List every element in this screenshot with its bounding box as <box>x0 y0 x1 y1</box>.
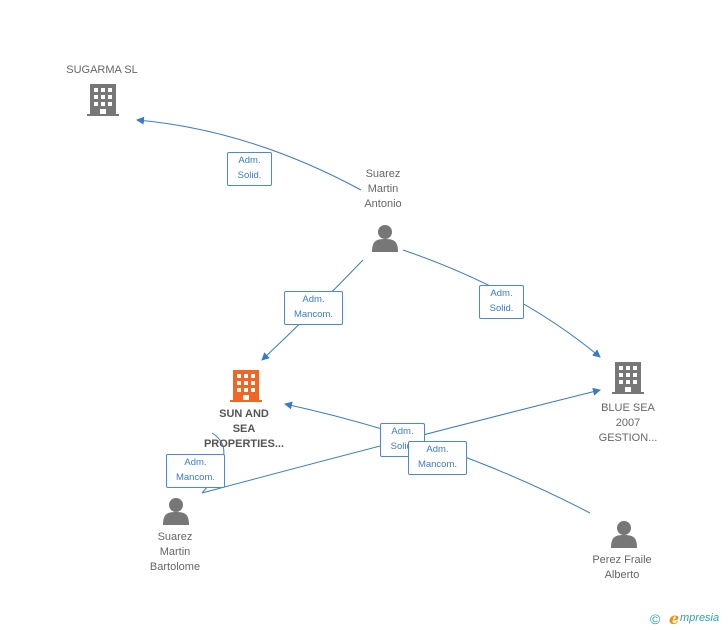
node-label-blue-sea[interactable]: BLUE SEA 2007 GESTION... <box>598 402 658 444</box>
edge-label-bartolome-sunsea: Adm. Mancom. <box>166 454 225 488</box>
building-icon[interactable] <box>612 362 644 394</box>
brand-initial: e <box>669 609 680 628</box>
edge-label-antonio-sunsea: Adm. Mancom. <box>284 291 343 325</box>
node-label-perez-alberto[interactable]: Perez Fraile Alberto <box>592 554 652 581</box>
person-icon[interactable] <box>163 498 189 525</box>
node-label-sugarma[interactable]: SUGARMA SL <box>66 64 138 76</box>
edge-antonio-sugarma <box>136 116 362 191</box>
copyright-symbol: © <box>650 611 661 627</box>
brand-name: mpresia <box>680 612 720 624</box>
empresia-logo[interactable]: © e mpresia <box>650 609 728 628</box>
edge-label-antonio-bluesea: Adm. Solid. <box>479 285 524 319</box>
person-icon[interactable] <box>372 225 398 252</box>
edge-label-antonio-sugarma: Adm. Solid. <box>227 152 272 186</box>
building-icon[interactable] <box>230 370 262 402</box>
person-icon[interactable] <box>611 521 637 548</box>
edge-label-perez-sunsea: Adm. Mancom. <box>408 441 467 475</box>
node-label-sun-and-sea[interactable]: SUN AND SEA PROPERTIES... <box>203 408 285 450</box>
building-icon[interactable] <box>87 84 119 116</box>
node-label-suarez-bartolome[interactable]: Suarez Martin Bartolome <box>149 531 201 573</box>
node-label-suarez-antonio[interactable]: Suarez Martin Antonio <box>364 168 402 210</box>
